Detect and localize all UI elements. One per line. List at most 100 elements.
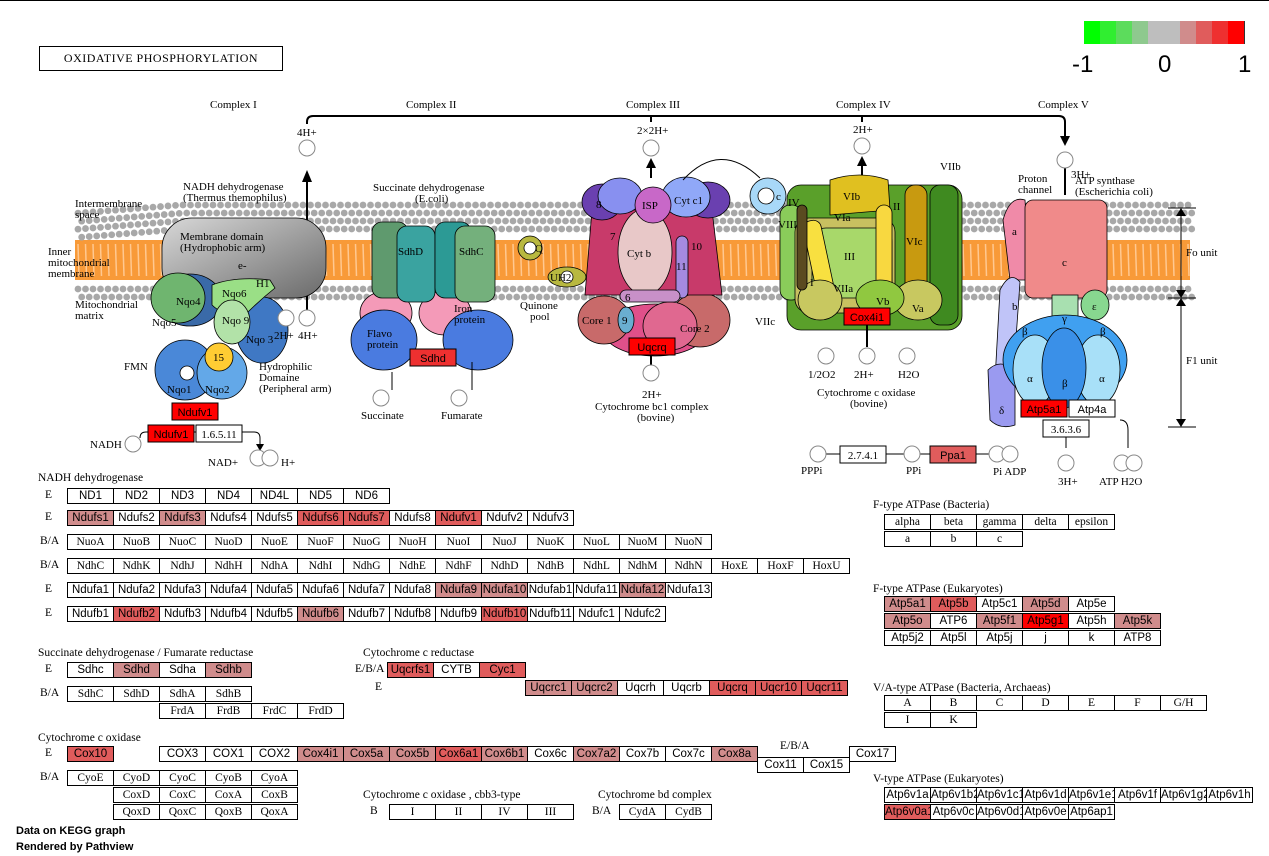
gene-box[interactable]: Atp6v1f [1114,787,1161,803]
gene-box[interactable]: Ndufa3 [159,582,206,598]
gene-box[interactable]: Uqcr10 [755,680,802,696]
gene-box[interactable]: Ndufc2 [619,606,666,622]
gene-box[interactable]: QoxD [113,804,160,820]
gene-box[interactable]: NdhE [389,558,436,574]
gene-box[interactable]: FrdD [297,703,344,719]
gene-box[interactable]: CydB [665,804,712,820]
compound-node[interactable] [809,445,827,463]
gene-box[interactable]: ATP6 [930,613,977,629]
gene-box[interactable]: SdhC [67,686,114,702]
compound-node[interactable] [903,445,921,463]
gene-box[interactable]: Atp5l [930,630,977,646]
gene-box[interactable]: NuoB [113,534,160,550]
gene-box[interactable]: HoxE [711,558,758,574]
gene-box[interactable]: CyoB [205,770,252,786]
gene-box[interactable]: CydA [619,804,666,820]
gene-box[interactable]: HoxF [757,558,804,574]
compound-node[interactable] [858,347,876,365]
gene-box[interactable]: Ndufs6 [297,510,344,526]
gene-box[interactable]: Ndufb9 [435,606,482,622]
gene-box[interactable]: Sdhb [205,662,252,678]
gene-box[interactable]: a [884,531,931,547]
gene-box[interactable]: Atp6v0c [930,804,977,820]
compound-node[interactable] [1056,151,1074,169]
gene-box[interactable]: NdhJ [159,558,206,574]
gene-box[interactable]: Ndufv3 [527,510,574,526]
gene-box[interactable]: Atp6ap1 [1068,804,1115,820]
gene-box[interactable]: Atp6v1e1 [1068,787,1115,803]
gene-box[interactable]: Cox7c [665,746,712,762]
gene-box[interactable]: Atp6v1a [884,787,931,803]
gene-box[interactable]: Atp5k [1114,613,1161,629]
gene-box[interactable]: NdhF [435,558,482,574]
compound-node[interactable] [1057,454,1075,472]
gene-box[interactable]: Ndufa7 [343,582,390,598]
gene-box[interactable]: NdhH [205,558,252,574]
gene-box[interactable]: Ndufa13 [665,582,712,598]
compound-node[interactable] [898,347,916,365]
gene-box[interactable]: NuoF [297,534,344,550]
gene-box[interactable]: Uqcrq [709,680,756,696]
gene-box[interactable]: Ndufab1 [527,582,574,598]
gene-box[interactable]: NdhA [251,558,298,574]
gene-box[interactable]: NuoA [67,534,114,550]
gene-box-sdhd[interactable]: Sdhd [409,348,457,367]
gene-box[interactable]: Cox7a2 [573,746,620,762]
gene-box[interactable]: Ndufv1 [435,510,482,526]
gene-box[interactable]: COX3 [159,746,206,762]
gene-box-atp5a1[interactable]: Atp5a1 [1020,399,1068,418]
gene-box[interactable]: CyoA [251,770,298,786]
gene-box[interactable]: Ndufb10 [481,606,528,622]
gene-box[interactable]: Ndufb3 [159,606,206,622]
compound-node[interactable] [1125,454,1143,472]
gene-box[interactable]: Ndufb1 [67,606,114,622]
gene-box[interactable]: ND6 [343,488,390,504]
gene-box[interactable]: QoxB [205,804,252,820]
gene-box[interactable]: III [527,804,574,820]
gene-box-ec_1_6_5_11[interactable]: 1.6.5.11 [195,424,243,443]
gene-box[interactable]: NuoJ [481,534,528,550]
gene-box[interactable]: Ndufb11 [527,606,574,622]
gene-box[interactable]: Atp6v1c1 [976,787,1023,803]
gene-box[interactable]: ND5 [297,488,344,504]
gene-box[interactable]: Atp5f1 [976,613,1023,629]
gene-box[interactable]: Ndufs8 [389,510,436,526]
gene-box[interactable]: Ndufa9 [435,582,482,598]
gene-box[interactable]: Ndufa4 [205,582,252,598]
compound-node[interactable] [642,364,660,382]
gene-box[interactable]: Ndufb5 [251,606,298,622]
gene-box[interactable]: NdhI [297,558,344,574]
gene-box[interactable]: Ndufa6 [297,582,344,598]
gene-box[interactable]: NdhG [343,558,390,574]
gene-box[interactable]: FrdA [159,703,206,719]
gene-box[interactable]: NuoE [251,534,298,550]
gene-box[interactable]: A [884,695,931,711]
gene-box[interactable]: CoxB [251,787,298,803]
gene-box[interactable]: ND3 [159,488,206,504]
gene-box[interactable]: I [884,712,931,728]
gene-box-ec_3_6_3_6[interactable]: 3.6.3.6 [1042,419,1090,438]
gene-box[interactable]: k [1068,630,1115,646]
gene-box[interactable]: CYTB [433,662,480,678]
gene-box-ndufv1_b[interactable]: Ndufv1 [147,424,195,443]
compound-node[interactable] [372,389,390,407]
gene-box[interactable]: beta [930,514,977,530]
gene-box[interactable]: gamma [976,514,1023,530]
gene-box[interactable]: NuoC [159,534,206,550]
gene-box[interactable]: Atp6v0e [1022,804,1069,820]
compound-node[interactable] [642,139,660,157]
gene-box[interactable]: Atp5j2 [884,630,931,646]
gene-box[interactable]: NuoI [435,534,482,550]
gene-box[interactable]: Ndufs2 [113,510,160,526]
gene-box[interactable]: Uqcrc1 [525,680,572,696]
gene-box[interactable]: Ndufa5 [251,582,298,598]
gene-box[interactable]: II [435,804,482,820]
gene-box[interactable]: j [1022,630,1069,646]
gene-box[interactable]: Ndufb2 [113,606,160,622]
gene-box[interactable]: Cox7b [619,746,666,762]
compound-node[interactable] [298,309,316,327]
gene-box[interactable]: Uqcrb [663,680,710,696]
gene-box[interactable]: E [1068,695,1115,711]
gene-box[interactable]: Uqcrc2 [571,680,618,696]
gene-box[interactable]: Atp5a1 [884,596,931,612]
